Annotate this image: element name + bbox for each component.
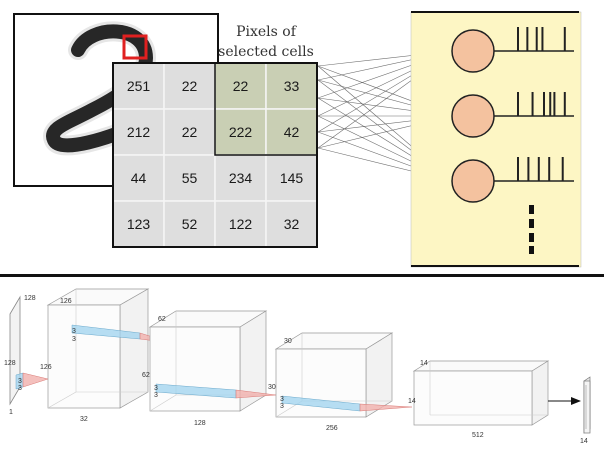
pixel-cell [163, 154, 216, 202]
block-2-side-label: 62 [142, 372, 150, 379]
pixel-cell [112, 154, 165, 202]
block-3-kernel-label-b: 3 [280, 403, 284, 410]
pixel-value: 32 [284, 216, 300, 232]
block-2-kernel-label-b: 3 [154, 392, 158, 399]
block-2-top-label: 62 [158, 316, 166, 323]
block-4: 14 14 512 [408, 360, 550, 439]
block-3-top-label: 30 [284, 338, 292, 345]
block-2: 62 62 128 [142, 310, 268, 427]
block-3-kernel-label-a: 3 [280, 396, 284, 403]
pixel-value: 222 [229, 124, 253, 140]
pixel-value: 52 [182, 216, 198, 232]
caption-line-1: Pixels of [236, 24, 298, 40]
block-3-channels-label: 256 [326, 425, 338, 432]
pixel-value: 22 [182, 78, 198, 94]
pixel-value: 42 [284, 124, 300, 140]
block-4-top-face [412, 360, 550, 372]
kernel-projection [235, 389, 277, 399]
block-3-side-label: 30 [268, 384, 276, 391]
kernel-label-b: 3 [18, 385, 22, 392]
input-height-label: 128 [24, 295, 36, 302]
neuron [451, 29, 495, 73]
pixel-value: 212 [127, 124, 151, 140]
pixel-cell [265, 200, 318, 248]
kernel-label-c: 3 [72, 328, 76, 335]
kernel-block-2-to-block-3: 3 3 [154, 383, 277, 399]
kernel-projection [359, 403, 413, 412]
output-layer: 14 [548, 376, 591, 445]
pixel-cell [112, 62, 165, 110]
output-slab [583, 380, 591, 434]
neurons [451, 27, 574, 203]
pixel-value: 22 [182, 124, 198, 140]
block-4-top-label: 14 [420, 360, 428, 367]
kernel-label-d: 3 [72, 336, 76, 343]
pixel-value: 123 [127, 216, 151, 232]
block-2-kernel-label-a: 3 [154, 385, 158, 392]
block-4-front-face [413, 370, 533, 426]
pixel-value: 22 [233, 78, 249, 94]
cnn-architecture: 128 128 1 126 126 32 3 3 [4, 288, 591, 445]
ellipsis-dash [529, 233, 534, 242]
block-1-side-face [119, 288, 149, 409]
pixel-value: 33 [284, 78, 300, 94]
block-4-side-face [531, 360, 549, 426]
ellipsis-dash [529, 219, 534, 228]
pixel-value: 251 [127, 78, 151, 94]
pixel-value: 55 [182, 170, 198, 186]
pixel-value: 234 [229, 170, 253, 186]
input-layer: 128 128 1 [4, 295, 36, 416]
block-2-front-face [149, 326, 241, 412]
block-1: 126 126 32 [40, 288, 150, 423]
neuron-panel [410, 11, 582, 268]
ellipsis-dash [529, 246, 534, 254]
kernel-input-to-block-1: 3 3 [15, 372, 49, 392]
block-1-front-face [47, 304, 121, 409]
block-4-side-label: 14 [408, 398, 416, 405]
neuron [451, 94, 495, 138]
pixel-value: 122 [229, 216, 253, 232]
neuron [451, 159, 495, 203]
pixel-value: 44 [131, 170, 147, 186]
block-2-channels-label: 128 [194, 420, 206, 427]
input-width-label: 128 [4, 360, 16, 367]
digit-blur [43, 21, 157, 156]
ellipsis-dash [529, 205, 534, 214]
panel-divider [0, 274, 604, 277]
pixel-grid-border [112, 62, 318, 248]
bottom-panel: 128 128 1 126 126 32 3 3 [0, 277, 604, 452]
pixel-value: 145 [280, 170, 304, 186]
kernel-block-3-to-block-4: 3 3 [280, 395, 413, 412]
neuron-panel-background [410, 11, 582, 268]
block-1-top-label: 126 [60, 298, 72, 305]
block-1-channels-label: 32 [80, 416, 88, 423]
caption-line-2: selected cells [218, 44, 314, 60]
input-channels-label: 1 [9, 409, 13, 416]
selection-box [122, 34, 148, 60]
more-neurons-ellipsis [529, 205, 534, 254]
kernel-label-a: 3 [18, 378, 22, 385]
block-1-hidden-edge [47, 391, 77, 409]
block-4-channels-label: 512 [472, 432, 484, 439]
block-1-side-label: 126 [40, 364, 52, 371]
block-2-hidden-edge [149, 394, 177, 412]
kernel-projection [22, 372, 49, 388]
block-3: 30 30 256 [268, 332, 394, 432]
output-size-label: 14 [580, 438, 588, 445]
